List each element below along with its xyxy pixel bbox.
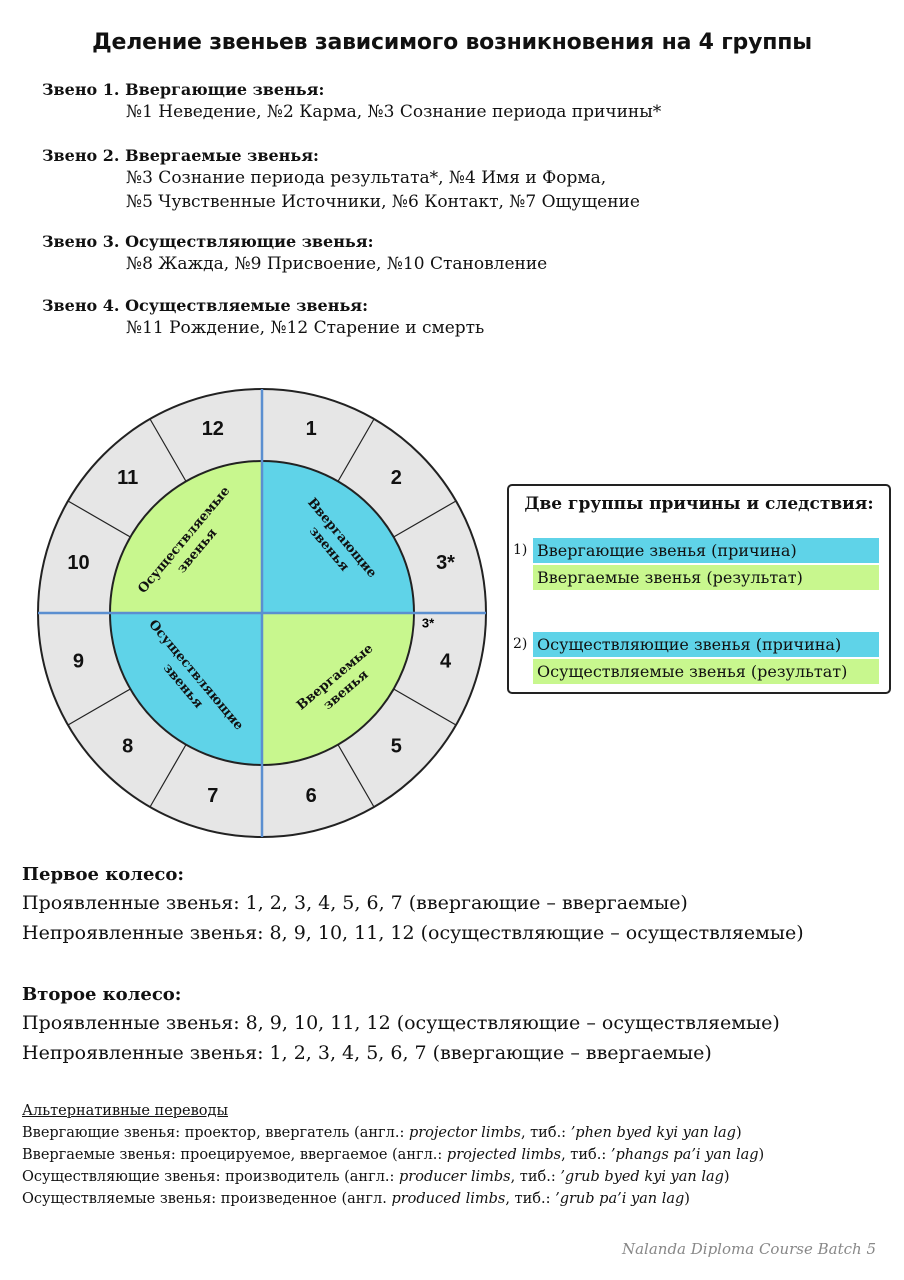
wheel-number: 2 [391, 467, 402, 489]
wheel-number: 11 [117, 467, 138, 489]
legend-group-1-result: Ввергаемые звенья (результат) [533, 565, 879, 590]
link-group-2: Звено 2. Ввергаемые звенья: №3 Сознание … [42, 146, 640, 214]
quadrant-bottom-left [110, 613, 262, 765]
quadrant-top-right [262, 461, 414, 613]
page-title: Деление звеньев зависимого возникновения… [92, 30, 812, 55]
wheel-number: 7 [207, 785, 218, 807]
small-3-label: 3* [422, 615, 435, 630]
first-wheel-manifest: Проявленные звенья: 1, 2, 3, 4, 5, 6, 7 … [22, 892, 688, 914]
alternative-row: Осуществляемые звенья: произведенное (ан… [22, 1191, 690, 1207]
legend-group-2-number: 2) [513, 636, 528, 652]
second-wheel-manifest: Проявленные звенья: 8, 9, 10, 11, 12 (ос… [22, 1012, 780, 1034]
link-group-2-heading: Звено 2. Ввергаемые звенья: [42, 146, 319, 165]
link-group-2-members: №3 Сознание периода результата*, №4 Имя … [126, 168, 607, 188]
ring-divider [149, 418, 187, 482]
ring-divider [337, 418, 375, 482]
wheel-number: 12 [202, 418, 224, 440]
alternatives-heading: Альтернативные переводы [22, 1103, 228, 1119]
wheel-number: 5 [391, 736, 402, 758]
ring-divider [393, 500, 457, 538]
wheel-number: 9 [73, 650, 84, 672]
legend-group-2-result: Осуществляемые звенья (результат) [533, 659, 879, 684]
link-group-3-heading: Звено 3. Осуществляющие звенья: [42, 232, 374, 251]
wheel-number: 6 [306, 785, 317, 807]
first-wheel-heading: Первое колесо: [22, 864, 185, 885]
quadrant-bottom-right [262, 613, 414, 765]
legend-group-1-number: 1) [513, 542, 528, 558]
ring-divider [149, 744, 187, 808]
legend-box: Две группы причины и следствия: 1) Вверг… [507, 484, 891, 694]
link-group-2-members: №5 Чувственные Источники, №6 Контакт, №7… [126, 192, 640, 212]
second-wheel-unmanifest: Непроявленные звенья: 1, 2, 3, 4, 5, 6, … [22, 1042, 712, 1064]
first-wheel-unmanifest: Непроявленные звенья: 8, 9, 10, 11, 12 (… [22, 922, 804, 944]
second-wheel-heading: Второе колесо: [22, 984, 182, 1005]
ring-divider [67, 500, 131, 538]
link-group-1-heading: Звено 1. Ввергающие звенья: [42, 80, 325, 99]
ring-divider [337, 744, 375, 808]
wheel-number: 10 [67, 552, 89, 574]
ring-divider [67, 688, 131, 726]
link-group-3-members: №8 Жажда, №9 Присвоение, №10 Становление [126, 254, 548, 274]
alternatives-list: Ввергающие звенья: проектор, ввергатель … [22, 1122, 764, 1210]
ring-dividers [67, 418, 457, 808]
alternative-row: Ввергаемые звенья: проецируемое, ввергае… [22, 1147, 765, 1163]
legend-group-1-cause: Ввергающие звенья (причина) [533, 538, 879, 563]
legend-group-2-cause: Осуществляющие звенья (причина) [533, 632, 879, 657]
quadrant-top-left [110, 461, 262, 613]
alternative-row: Осуществляющие звенья: производитель (ан… [22, 1169, 730, 1185]
wheel-number: 8 [122, 736, 133, 758]
link-group-1: Звено 1. Ввергающие звенья: №1 Неведение… [42, 80, 661, 124]
link-group-4-heading: Звено 4. Осуществляемые звенья: [42, 296, 369, 315]
link-group-3: Звено 3. Осуществляющие звенья: №8 Жажда… [42, 232, 547, 276]
link-group-1-members: №1 Неведение, №2 Карма, №3 Сознание пери… [126, 102, 662, 122]
wheel-number: 4 [440, 650, 452, 672]
wheel-number: 3* [436, 552, 455, 574]
link-group-4-members: №11 Рождение, №12 Старение и смерть [126, 318, 485, 338]
alternative-translations: Альтернативные переводы Ввергающие звень… [22, 1100, 764, 1210]
alternative-row: Ввергающие звенья: проектор, ввергатель … [22, 1125, 742, 1141]
footer-credit: Nalanda Diploma Course Batch 5 [621, 1240, 876, 1258]
wheel-number: 1 [306, 418, 317, 440]
link-group-4: Звено 4. Осуществляемые звенья: №11 Рожд… [42, 296, 484, 340]
legend-title: Две группы причины и следствия: [524, 494, 874, 514]
ring-divider [393, 688, 457, 726]
